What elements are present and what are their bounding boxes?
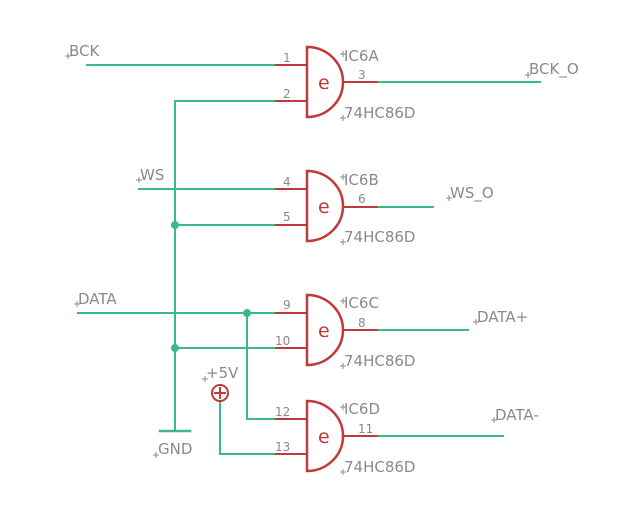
net-label-data-p: DATA+	[477, 308, 528, 326]
net-label-ws: WS	[140, 166, 164, 184]
gate-name: IC6A	[344, 47, 379, 65]
pin-number: 10	[275, 334, 290, 348]
gate-value: 74HC86D	[344, 352, 415, 370]
pin-number: 6	[358, 192, 366, 206]
net-label-data-m: DATA-	[495, 406, 539, 424]
pin-number: 12	[275, 405, 290, 419]
junction-dot	[171, 221, 179, 229]
net-label-vcc: +5V	[206, 364, 239, 382]
gate-name: IC6D	[344, 400, 380, 418]
junction-dot	[243, 309, 251, 317]
gate-symbol: e	[318, 72, 330, 94]
pin-number: 13	[275, 440, 290, 454]
and-gate-body	[305, 399, 345, 473]
gate-value: 74HC86D	[344, 104, 415, 122]
pin-number: 4	[283, 175, 291, 189]
gate-value: 74HC86D	[344, 458, 415, 476]
gate-ic6c[interactable]: e 9 10 8 IC6C 74HC86D	[275, 293, 415, 370]
junction-dot	[171, 344, 179, 352]
net-label-gnd: GND	[158, 440, 192, 458]
gate-symbol: e	[318, 426, 330, 448]
net-label-ws-o: WS_O	[450, 184, 494, 203]
pin-number: 3	[358, 68, 366, 82]
gate-name: IC6B	[344, 171, 379, 189]
net-label-bck-o: BCK_O	[529, 60, 579, 79]
and-gate-body	[305, 293, 345, 367]
gate-symbol: e	[318, 196, 330, 218]
and-gate-body	[305, 169, 345, 243]
vcc-symbol	[211, 384, 229, 402]
pin-number: 11	[358, 422, 373, 436]
pin-number: 9	[283, 298, 291, 312]
wires	[77, 64, 541, 455]
net-label-data: DATA	[78, 290, 117, 308]
pin-number: 1	[283, 51, 291, 65]
pin-number: 2	[283, 87, 291, 101]
pin-number: 8	[358, 316, 366, 330]
and-gate-body	[305, 45, 345, 119]
net-label-bck: BCK	[69, 42, 101, 60]
gate-ic6b[interactable]: e 4 5 6 IC6B 74HC86D	[275, 169, 415, 246]
gate-ic6a[interactable]: e 1 2 3 IC6A 74HC86D	[275, 45, 415, 122]
gate-value: 74HC86D	[344, 228, 415, 246]
gate-name: IC6C	[344, 294, 379, 312]
gate-symbol: e	[318, 320, 330, 342]
pin-number: 5	[283, 210, 291, 224]
gate-ic6d[interactable]: e 12 13 11 IC6D 74HC86D	[275, 399, 415, 476]
